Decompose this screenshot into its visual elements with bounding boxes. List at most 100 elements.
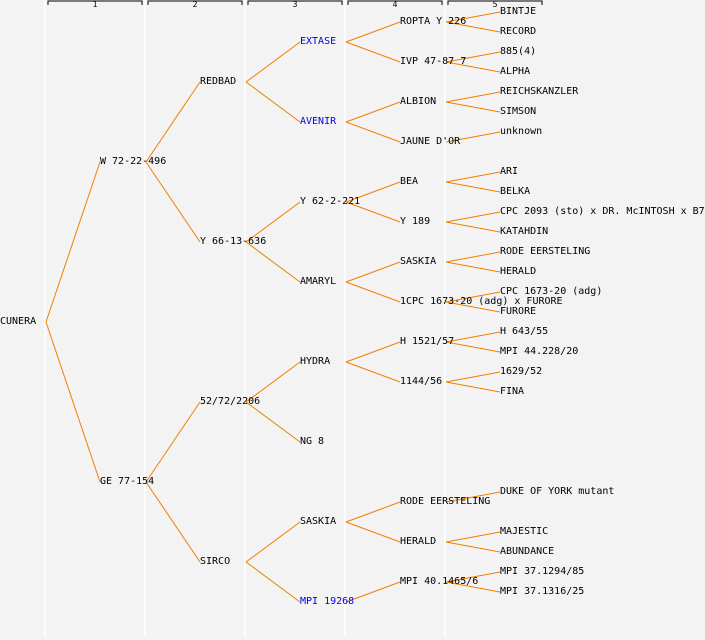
pedigree-branch: [445, 331, 501, 343]
pedigree-branch: [345, 581, 401, 603]
pedigree-node: CPC 2093 (sto) x DR. McINTOSH x B7: [500, 206, 705, 217]
pedigree-node: REDBAD: [200, 76, 237, 87]
pedigree-branch: [245, 81, 301, 123]
pedigree-branch: [445, 91, 501, 103]
pedigree-branch: [445, 221, 501, 233]
pedigree-branch: [245, 561, 301, 603]
pedigree-node: ARI: [500, 166, 519, 177]
pedigree-branch: [445, 531, 501, 543]
pedigree-node: SIRCO: [200, 556, 231, 567]
pedigree-node: SASKIA: [300, 516, 337, 527]
pedigree-branch: [445, 261, 501, 273]
pedigree-node: BEA: [400, 176, 419, 187]
pedigree-node: BELKA: [500, 186, 531, 197]
pedigree-branch: [445, 381, 501, 393]
pedigree-branch: [445, 11, 501, 23]
generation-label: 2: [192, 0, 198, 9]
pedigree-node: W 72-22-496: [100, 156, 167, 167]
pedigree-branch: [445, 181, 501, 193]
pedigree-branch: [445, 291, 501, 303]
pedigree-node: KATAHDIN: [500, 226, 549, 237]
pedigree-branch: [45, 321, 101, 483]
pedigree-branch: [245, 361, 301, 403]
pedigree-branch: [345, 121, 401, 143]
pedigree-branch: [445, 581, 501, 593]
pedigree-branch: [45, 161, 101, 323]
generation-bracket: [247, 0, 343, 5]
pedigree-node: SASKIA: [400, 256, 437, 267]
pedigree-branch: [245, 401, 301, 443]
pedigree-branch: [145, 481, 201, 563]
pedigree-node: ALBION: [400, 96, 437, 107]
pedigree-branch: [445, 21, 501, 33]
pedigree-branch: [445, 341, 501, 353]
generation-bracket: [347, 0, 443, 5]
pedigree-branch: [345, 361, 401, 383]
pedigree-node: ALPHA: [500, 66, 531, 77]
pedigree-node: MPI 44.228/20: [500, 346, 579, 357]
pedigree-branch: [245, 521, 301, 563]
pedigree-branch: [445, 301, 501, 313]
pedigree-branch: [445, 491, 501, 503]
pedigree-node: IVP 47-87 7: [400, 56, 467, 67]
pedigree-node: FURORE: [500, 306, 537, 317]
pedigree-node: ABUNDANCE: [500, 546, 555, 557]
generation-label: 3: [292, 0, 298, 9]
pedigree-branch: [445, 171, 501, 183]
generation-label: 5: [492, 0, 498, 9]
pedigree-branch: [245, 41, 301, 83]
pedigree-node[interactable]: AVENIR: [300, 116, 337, 127]
pedigree-node: NG 8: [300, 436, 325, 447]
pedigree-node: 1144/56: [400, 376, 443, 387]
pedigree-node: BINTJE: [500, 6, 537, 17]
pedigree-branch: [345, 21, 401, 43]
pedigree-node: HYDRA: [300, 356, 331, 367]
pedigree-branch: [445, 131, 501, 143]
pedigree-branch: [445, 61, 501, 73]
pedigree-branch: [445, 251, 501, 263]
pedigree-node: Y 62-2-221: [300, 196, 361, 207]
pedigree-node: CPC 1673-20 (adg): [500, 286, 603, 297]
pedigree-branch: [345, 181, 401, 203]
pedigree-node: MPI 40.1465/6: [400, 576, 479, 587]
pedigree-node: RECORD: [500, 26, 537, 37]
pedigree-branch: [345, 281, 401, 303]
pedigree-node: 1CPC 1673-20 (adg) x FURORE: [400, 296, 563, 307]
pedigree-node: JAUNE D'OR: [400, 136, 461, 147]
pedigree-branch: [345, 41, 401, 63]
pedigree-branch: [345, 521, 401, 543]
pedigree-branch: [345, 101, 401, 123]
generation-label: 1: [92, 0, 98, 9]
pedigree-branch: [245, 241, 301, 283]
pedigree-node: HERALD: [500, 266, 537, 277]
pedigree-node[interactable]: EXTASE: [300, 36, 337, 47]
pedigree-node: MPI 37.1294/85: [500, 566, 585, 577]
pedigree-branch: [445, 101, 501, 113]
pedigree-node: MPI 37.1316/25: [500, 586, 585, 597]
pedigree-branch: [445, 371, 501, 383]
generation-bracket: [447, 0, 543, 5]
pedigree-node: AMARYL: [300, 276, 337, 287]
pedigree-node: SIMSON: [500, 106, 537, 117]
pedigree-node: ROPTA Y 226: [400, 16, 467, 27]
pedigree-branch: [245, 201, 301, 243]
pedigree-node: H 643/55: [500, 326, 549, 337]
pedigree-branch: [345, 261, 401, 283]
pedigree-node: unknown: [500, 126, 543, 137]
pedigree-node: GE 77-154: [100, 476, 155, 487]
pedigree-node: RODE EERSTELING: [500, 246, 591, 257]
pedigree-node: 1629/52: [500, 366, 543, 377]
pedigree-branch: [345, 501, 401, 523]
pedigree-branch: [345, 201, 401, 223]
pedigree-node: HERALD: [400, 536, 437, 547]
pedigree-node: Y 66-13-636: [200, 236, 267, 247]
generation-bracket: [47, 0, 143, 5]
pedigree-branch: [145, 401, 201, 483]
pedigree-node: FINA: [500, 386, 525, 397]
pedigree-node: 52/72/2206: [200, 396, 261, 407]
pedigree-branch: [445, 51, 501, 63]
pedigree-node[interactable]: MPI 19268: [300, 596, 355, 607]
pedigree-branch: [445, 571, 501, 583]
pedigree-node: DUKE OF YORK mutant: [500, 486, 615, 497]
